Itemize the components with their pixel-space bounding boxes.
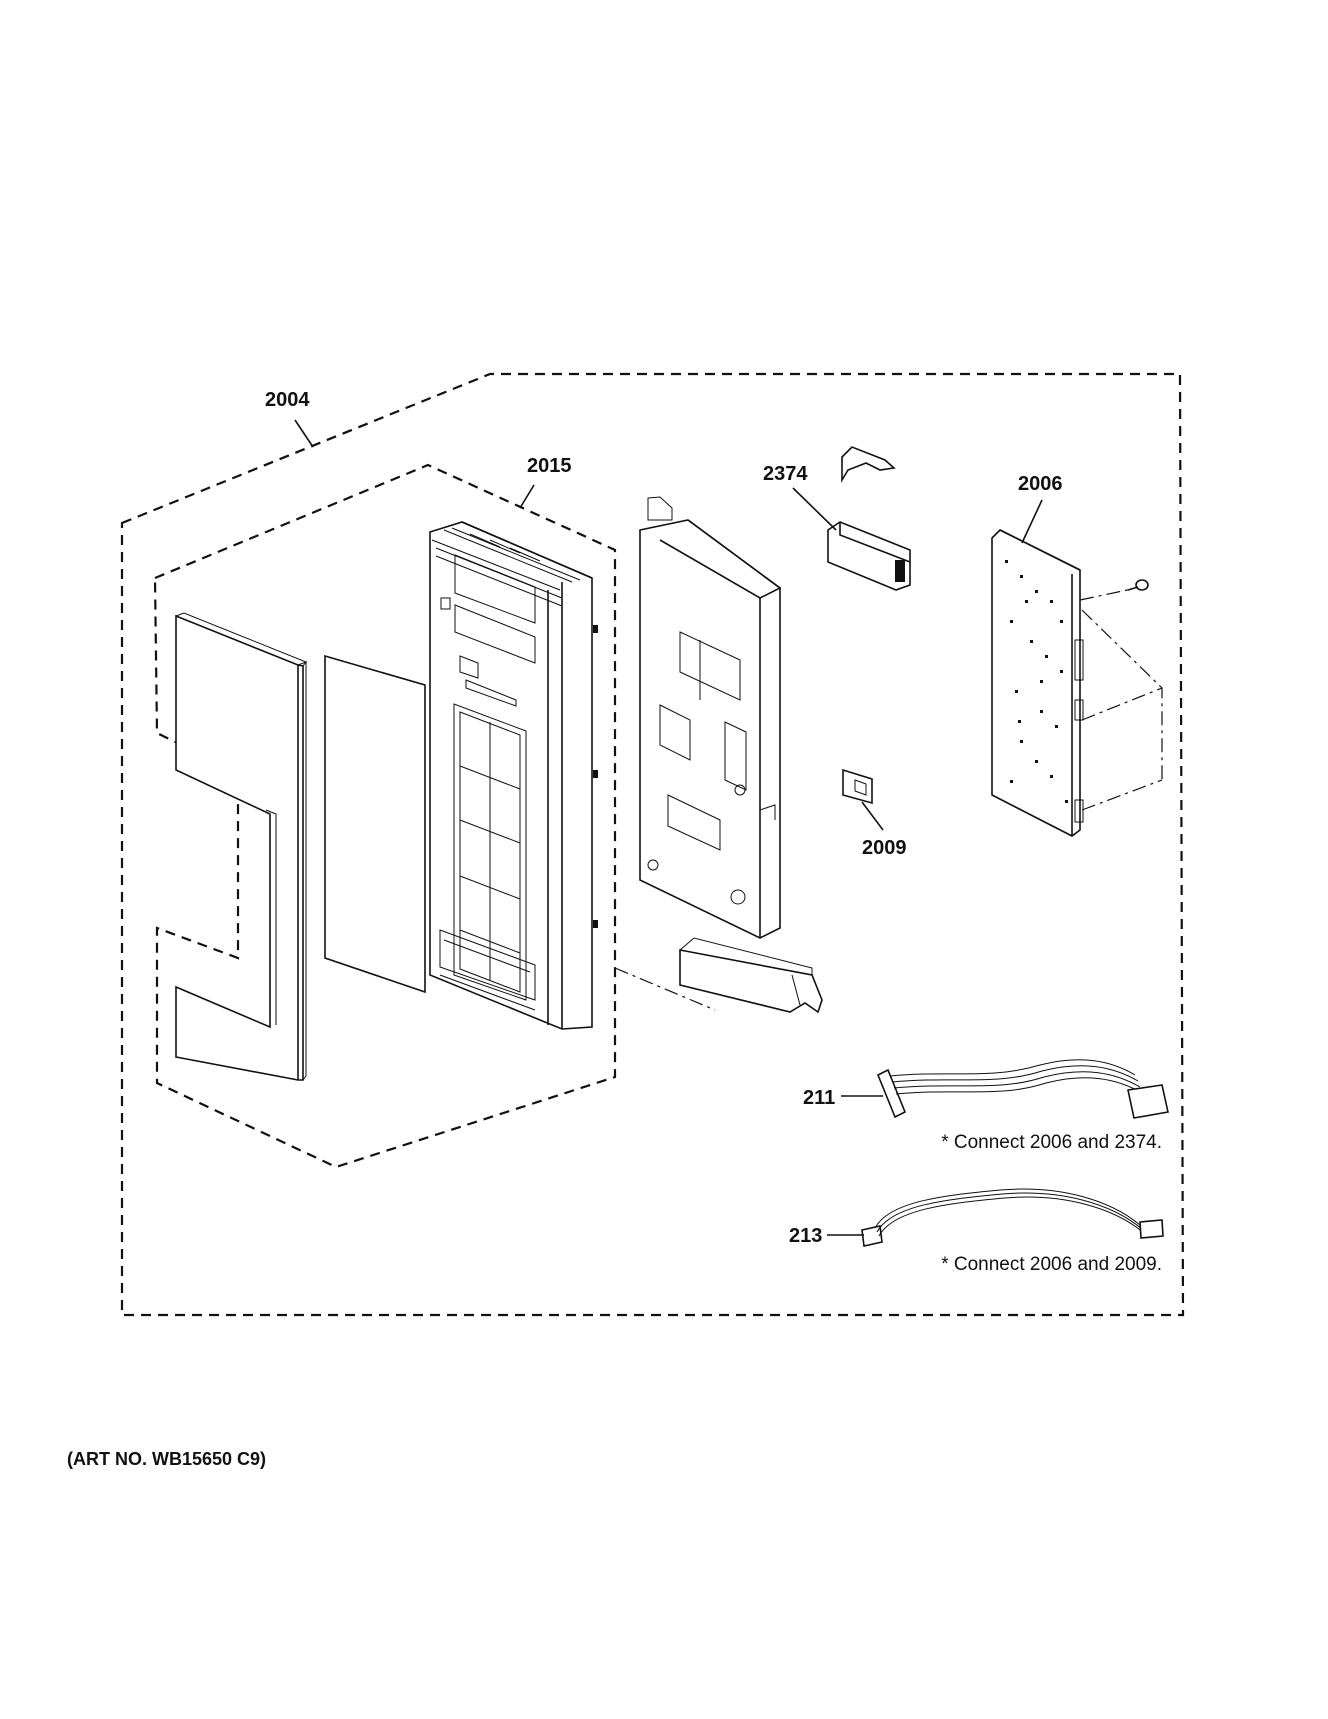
control-panel-2015 xyxy=(429,521,598,1030)
module-2374 xyxy=(827,521,911,591)
leader-2015 xyxy=(519,484,535,509)
shield-foam xyxy=(679,937,823,1014)
callout-213: 213 xyxy=(789,1225,822,1247)
leader-2009 xyxy=(861,801,884,831)
callout-2015: 2015 xyxy=(527,455,572,477)
leader-2374 xyxy=(792,487,837,531)
art-number: (ART NO. WB15650 C9) xyxy=(67,1449,266,1469)
callout-2006: 2006 xyxy=(1018,473,1063,495)
callout-2004: 2004 xyxy=(265,389,310,411)
pcb-2006 xyxy=(991,529,1084,837)
membrane-sheet xyxy=(324,654,426,994)
callout-211: 211 xyxy=(803,1087,835,1109)
projection-lines-pcb xyxy=(1079,588,1163,811)
wire-harness-211 xyxy=(876,1059,1169,1119)
wire-harness-213 xyxy=(861,1188,1164,1247)
leader-2006 xyxy=(1021,499,1043,544)
sensor-2009 xyxy=(842,768,873,805)
projection-line-foam xyxy=(614,967,716,1011)
note-harness-213: * Connect 2006 and 2009. xyxy=(941,1254,1162,1275)
note-harness-211: * Connect 2006 and 2374. xyxy=(941,1132,1162,1153)
assembly-boundary-2004 xyxy=(120,372,1185,1317)
mounting-bracket xyxy=(639,496,782,939)
leader-2004 xyxy=(294,419,314,448)
retaining-clip xyxy=(841,446,896,483)
callout-2374: 2374 xyxy=(763,463,808,485)
control-panel-frame xyxy=(175,612,308,1081)
screw xyxy=(1127,579,1149,591)
callout-2009: 2009 xyxy=(862,837,907,859)
